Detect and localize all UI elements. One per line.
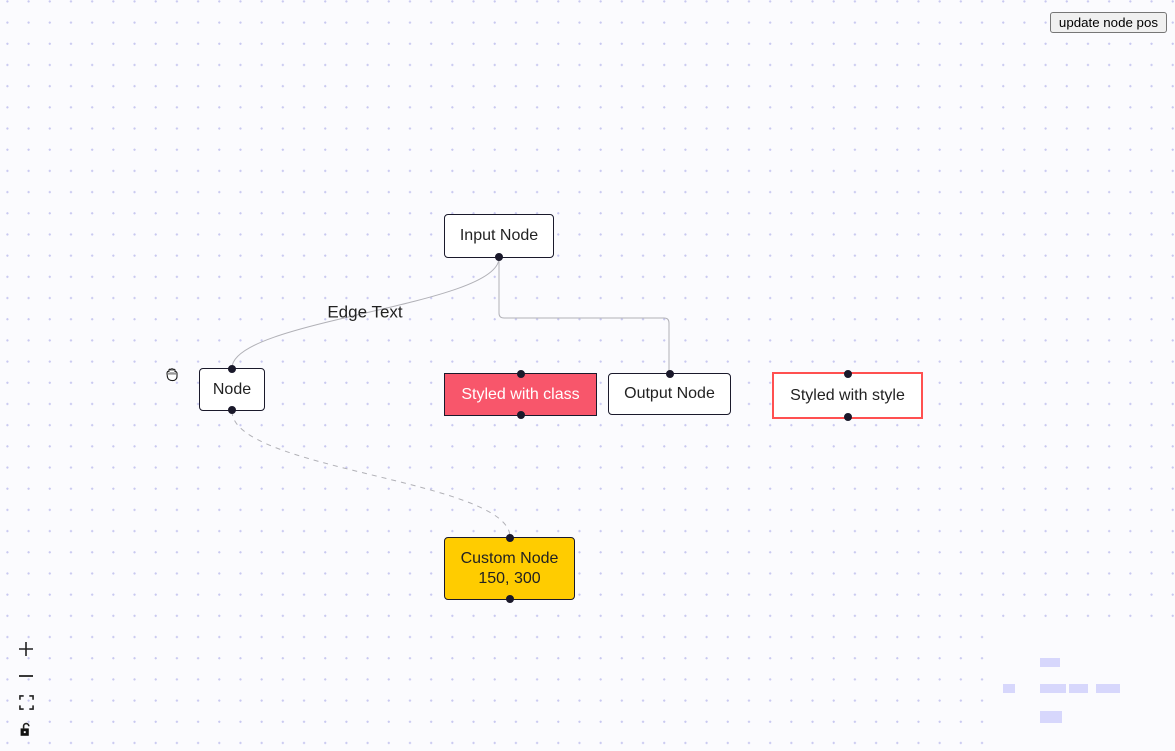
node-styled-with-style[interactable]: Styled with style xyxy=(772,370,923,421)
node-custom-title: Custom Node xyxy=(460,549,559,567)
zoom-in-button[interactable] xyxy=(10,635,42,662)
edge-label-e1-2: Edge Text xyxy=(327,302,403,321)
edge-path-e1-2[interactable] xyxy=(231,257,500,369)
node-output-label: Output Node xyxy=(624,385,715,402)
minimap-node xyxy=(1040,711,1062,723)
handle-target-top[interactable] xyxy=(516,370,525,378)
minimap[interactable] xyxy=(990,625,1175,751)
zoom-out-button[interactable] xyxy=(10,662,42,689)
node-output[interactable]: Output Node xyxy=(608,370,731,415)
controls-panel[interactable] xyxy=(10,635,42,743)
update-node-pos-button[interactable]: update node pos xyxy=(1049,12,1167,33)
fit-view-button[interactable] xyxy=(10,689,42,716)
minimap-node xyxy=(1040,658,1060,667)
handle-source-bottom[interactable] xyxy=(505,595,514,603)
handle-source-bottom[interactable] xyxy=(495,253,503,261)
minimap-node xyxy=(1003,684,1015,693)
toggle-interactivity-button[interactable] xyxy=(10,716,42,743)
edge-node-to-custom[interactable] xyxy=(231,410,511,538)
node-custom-position: 150, 300 xyxy=(478,569,541,587)
edge-path-e2-6[interactable] xyxy=(231,410,511,538)
unlock-icon xyxy=(19,722,34,738)
node-default-label: Node xyxy=(212,380,252,398)
node-styled-style-label: Styled with style xyxy=(790,386,905,404)
node-input-label: Input Node xyxy=(459,227,539,244)
edge-input-to-node[interactable]: Edge Text xyxy=(231,257,500,369)
minimap-node xyxy=(1069,684,1088,693)
node-styled-class-label: Styled with class xyxy=(461,385,580,403)
grabbing-cursor xyxy=(162,363,184,385)
edge-input-to-output[interactable] xyxy=(498,258,670,373)
node-default[interactable]: Node xyxy=(199,365,265,414)
handle-target-top[interactable] xyxy=(228,365,236,373)
handle-target-top[interactable] xyxy=(505,534,514,542)
fit-view-icon xyxy=(18,695,34,710)
node-styled-with-class[interactable]: Styled with class xyxy=(444,370,597,419)
minimap-node xyxy=(1096,684,1120,693)
handle-source-bottom[interactable] xyxy=(228,406,236,414)
node-custom[interactable]: Custom Node 150, 300 xyxy=(444,534,575,603)
plus-icon xyxy=(18,641,34,657)
minus-icon xyxy=(18,668,34,684)
minimap-node xyxy=(1040,684,1066,693)
handle-target-top[interactable] xyxy=(665,370,674,378)
handle-target-top[interactable] xyxy=(843,370,852,378)
handle-source-bottom[interactable] xyxy=(843,413,852,421)
node-input[interactable]: Input Node xyxy=(444,214,554,261)
handle-source-bottom[interactable] xyxy=(516,411,525,419)
edge-path-e1-3[interactable] xyxy=(498,258,670,373)
